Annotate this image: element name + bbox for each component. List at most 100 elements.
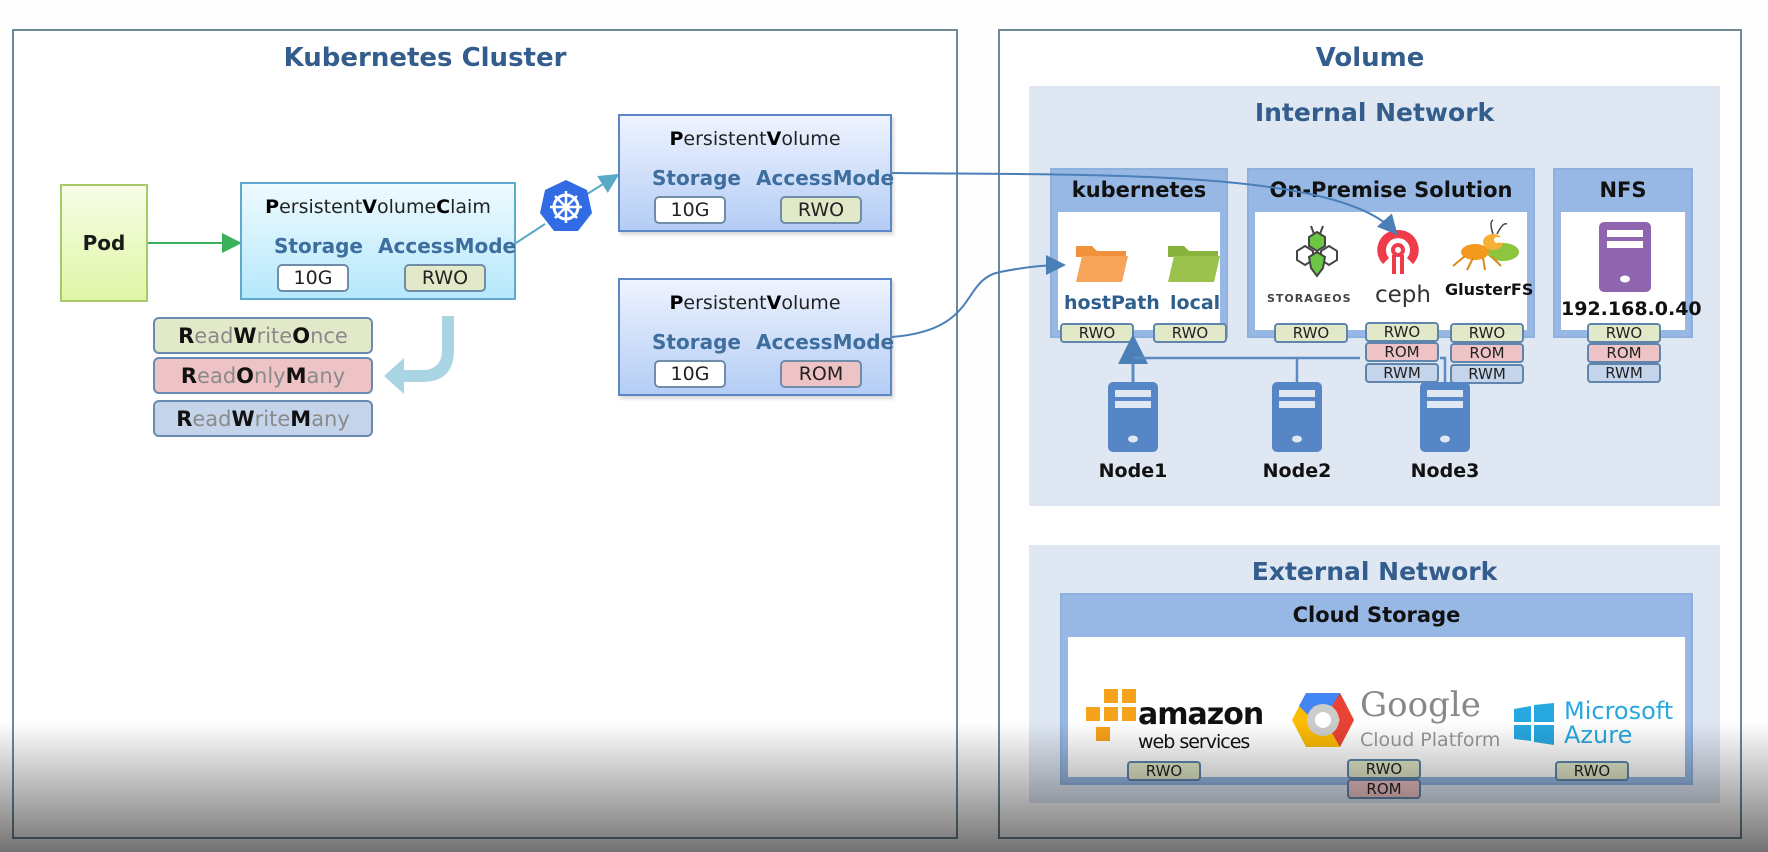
- title-rest: ersistent: [683, 128, 767, 150]
- title-rest: ersistent: [279, 196, 363, 218]
- title-initial: P: [669, 292, 684, 314]
- title-initial: P: [669, 128, 684, 150]
- pv-2-access-value: ROM: [780, 360, 862, 388]
- title-rest: ead: [197, 363, 237, 388]
- title-initial: R: [178, 323, 195, 348]
- ceph-logo: [1377, 229, 1419, 274]
- title-rest: any: [306, 363, 346, 388]
- title-initial: V: [766, 128, 782, 150]
- pod-label: Pod: [82, 231, 126, 255]
- pv1-to-ceph-arrow: [891, 172, 1398, 235]
- glusterfs-mode-rwm: RWM: [1450, 364, 1524, 384]
- node-3[interactable]: Node3: [1411, 382, 1479, 482]
- cluster-connectors: [148, 173, 620, 394]
- kubernetes-group-title: kubernetes: [1071, 178, 1207, 202]
- cluster-title: Kubernetes Cluster: [283, 43, 567, 73]
- title-rest: olume: [781, 292, 841, 314]
- title-initial: V: [766, 292, 782, 314]
- title-rest: olume: [377, 196, 437, 218]
- hostpath-mode-rwo: RWO: [1060, 323, 1134, 343]
- gcp-name-line1: Google: [1360, 685, 1481, 725]
- title-initial: R: [180, 363, 198, 388]
- title-rest: ead: [194, 323, 234, 348]
- server-purple-icon: [1599, 222, 1651, 292]
- title-initial: R: [176, 406, 193, 431]
- title-rest: laim: [450, 196, 491, 218]
- server-node-icon: [1108, 382, 1158, 452]
- glusterfs-label: GlusterFS: [1445, 280, 1534, 299]
- aws-name-line2: web services: [1138, 731, 1250, 753]
- nfs-group-body: 192.168.0.40: [1561, 212, 1702, 330]
- node-wiring: [891, 172, 1447, 385]
- title-rest: rite: [256, 323, 293, 348]
- internal-network-title: Internal Network: [1254, 98, 1495, 127]
- folder-green-icon: [1168, 246, 1220, 282]
- pvc-storage-value: 10G: [277, 264, 349, 292]
- azure-logo: [1514, 703, 1554, 745]
- volume-title: Volume: [1315, 43, 1425, 73]
- azure-name-line2: Azure: [1564, 721, 1633, 749]
- external-network-title: External Network: [1251, 557, 1498, 586]
- pv-2-storage-label: Storage: [652, 330, 741, 354]
- title-initial: M: [290, 406, 312, 431]
- nfs-group-title: NFS: [1599, 178, 1647, 202]
- title-rest: nce: [310, 323, 348, 348]
- pvc-to-k8s-line: [515, 223, 546, 244]
- pod-box[interactable]: Pod: [60, 184, 148, 302]
- title-initial: M: [285, 363, 307, 388]
- glusterfs-mode-rom: ROM: [1450, 343, 1524, 363]
- title-rest: ead: [192, 406, 232, 431]
- storageos-mode-rwo: RWO: [1274, 323, 1348, 343]
- kubernetes-helm-icon: [538, 178, 594, 234]
- pvc-box[interactable]: PersistentVolumeClaim Storage AccessMode…: [240, 182, 516, 300]
- pv2-to-hostpath-arrow: [891, 255, 1066, 338]
- pv-1-access-label: AccessMode: [756, 166, 895, 190]
- pv-2-access-label: AccessMode: [756, 330, 895, 354]
- pv-box-2[interactable]: PersistentVolume Storage AccessMode 10G …: [618, 278, 895, 396]
- azure-name-line1: Microsoft: [1564, 697, 1674, 725]
- title-initial: C: [436, 196, 451, 218]
- storageos-logo: [1296, 225, 1338, 278]
- title-initial: W: [233, 323, 257, 348]
- pvc-access-value: RWO: [404, 264, 486, 292]
- pvc-storage-label: Storage: [274, 234, 363, 258]
- glusterfs-mode-rwo: RWO: [1450, 323, 1524, 343]
- server-node-icon: [1420, 382, 1470, 452]
- pv-1-access-value: RWO: [780, 196, 862, 224]
- k8s-to-pv-arrow: [583, 173, 620, 197]
- node-2[interactable]: Node2: [1263, 382, 1331, 482]
- kubernetes-volume-group: kubernetes hostPath local: [1050, 168, 1228, 338]
- gcp-name-line2: Cloud Platform: [1360, 729, 1501, 751]
- cloud-storage-group: Cloud Storage amazon web services Google…: [1060, 593, 1693, 785]
- aws-name-line1: amazon: [1138, 697, 1264, 732]
- ceph-mode-rwm: RWM: [1365, 363, 1439, 383]
- pv-2-storage-value: 10G: [654, 360, 726, 388]
- pv-box-1[interactable]: PersistentVolume Storage AccessMode 10G …: [618, 114, 895, 232]
- local-mode-rwo: RWO: [1153, 323, 1227, 343]
- nfs-mode-rom: ROM: [1587, 343, 1661, 363]
- title-rest: nly: [254, 363, 286, 388]
- server-node-icon: [1272, 382, 1322, 452]
- nfs-mode-rwo: RWO: [1587, 323, 1661, 343]
- node-label: Node3: [1410, 460, 1480, 482]
- node-label: Node2: [1262, 460, 1332, 482]
- azure-mode-rwo: RWO: [1555, 761, 1629, 781]
- title-initial: W: [231, 406, 255, 431]
- pv-1-storage-value: 10G: [654, 196, 726, 224]
- glusterfs-ant-logo: [1452, 219, 1519, 271]
- title-rest: olume: [781, 128, 841, 150]
- ceph-mode-rom: ROM: [1365, 342, 1439, 362]
- gcp-mode-rom: ROM: [1347, 779, 1421, 799]
- title-rest: any: [311, 406, 350, 431]
- local-label: local: [1170, 292, 1221, 314]
- nfs-address: 192.168.0.40: [1561, 298, 1702, 320]
- node-label: Node1: [1098, 460, 1168, 482]
- gcp-logo: [1292, 693, 1354, 747]
- nfs-mode-rwm: RWM: [1587, 363, 1661, 383]
- aws-mode-rwo: RWO: [1127, 761, 1201, 781]
- aws-logo: [1086, 689, 1136, 741]
- node-1[interactable]: Node1: [1099, 382, 1167, 482]
